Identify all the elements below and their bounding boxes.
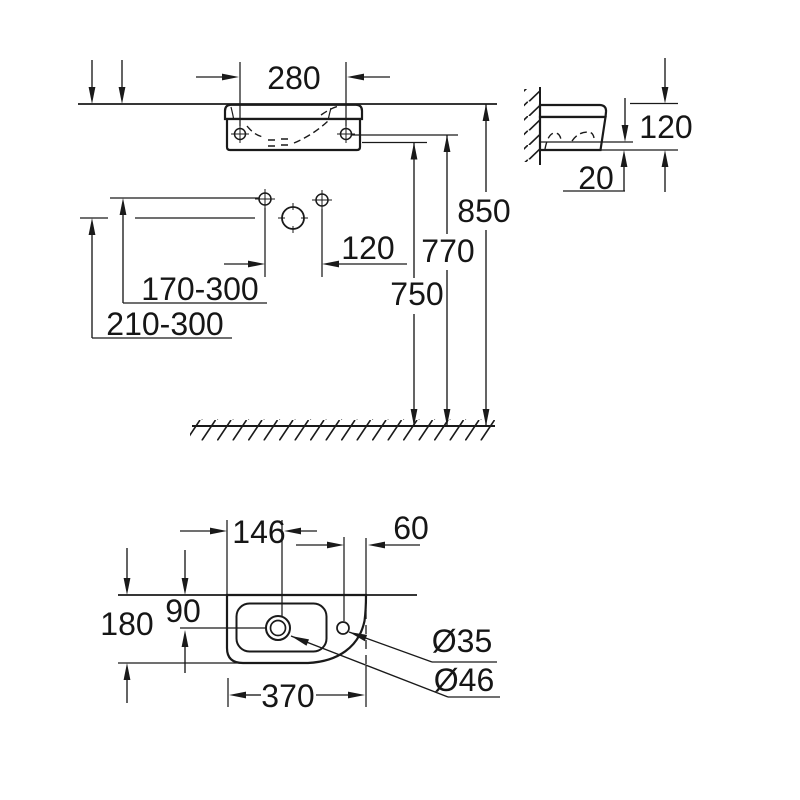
arrow-up-icon: [482, 104, 490, 121]
label-mask: [454, 192, 514, 230]
dim-146-label: 146: [232, 514, 285, 550]
dim-120-side-label: 120: [639, 109, 692, 145]
wall-hatching: [524, 89, 540, 162]
arrow-down-icon: [410, 409, 418, 426]
basin-body-side: [538, 115, 607, 152]
floor-hatching: [190, 419, 495, 441]
hidden-line: [293, 120, 329, 144]
arrow-left-icon: [284, 527, 301, 535]
plan-view: 146 60 90 180 370 Ø3: [100, 510, 500, 714]
arrow-up-icon: [88, 218, 96, 235]
arrow-left-icon: [229, 691, 246, 699]
hidden-line: [246, 125, 265, 138]
center-mark-icon: [312, 190, 332, 210]
hidden-line: [571, 131, 595, 142]
arrow-down-icon: [123, 578, 131, 595]
dim-120-supply-label: 120: [341, 230, 394, 266]
leader-line: [348, 631, 433, 663]
dim-280-label: 280: [267, 60, 320, 96]
dim-170-300-label: 170-300: [141, 271, 258, 307]
arrow-down-icon: [88, 87, 96, 104]
arrow-right-icon: [222, 73, 239, 81]
hidden-line: [268, 139, 277, 147]
dim-210-300-label: 210-300: [106, 306, 223, 342]
arrow-down-icon: [661, 87, 669, 104]
arrow-left-icon: [347, 73, 364, 81]
arrow-right-icon: [327, 541, 344, 549]
leader-line: [290, 635, 449, 698]
hidden-line: [281, 138, 290, 146]
dia-35-label: Ø35: [432, 623, 492, 659]
arrow-down-icon: [482, 409, 490, 426]
dim-770-label: 770: [421, 233, 474, 269]
arrow-up-icon: [661, 150, 669, 167]
side-view: 120 20: [524, 58, 693, 196]
hidden-line: [544, 132, 562, 150]
dim-370-label: 370: [261, 678, 314, 714]
center-mark-icon: [337, 125, 355, 143]
arrow-up-icon: [123, 663, 131, 680]
center-mark-icon: [278, 203, 308, 233]
arrow-down-icon: [621, 125, 629, 142]
center-mark-icon: [231, 125, 249, 143]
arrow-right-icon: [248, 260, 265, 268]
arrow-up-icon: [620, 150, 628, 167]
arrow-right-icon: [210, 527, 227, 535]
label-mask: [388, 278, 446, 314]
connection-layout: 120 170-300 210-300: [80, 189, 407, 342]
arrow-right-icon: [348, 691, 365, 699]
dim-20-label: 20: [578, 160, 614, 196]
basin-rim-side: [538, 103, 608, 119]
basin-rim-front: [223, 103, 364, 121]
dim-90-label: 90: [165, 593, 201, 629]
front-view: 280: [78, 60, 497, 152]
arrow-up-icon: [410, 142, 418, 160]
basin-apron-front: [225, 117, 362, 152]
arrow-up-icon: [119, 198, 127, 215]
drain-hole-inner: [269, 619, 287, 637]
hidden-line: [320, 105, 340, 116]
arrow-left-icon: [368, 541, 385, 549]
drain-connection: [281, 206, 305, 230]
tap-hole: [336, 621, 350, 635]
arrow-up-icon: [181, 630, 189, 647]
arrow-down-icon: [181, 578, 189, 595]
dim-180-label: 180: [100, 606, 153, 642]
arrow-up-icon: [443, 135, 451, 152]
arrow-left-icon: [322, 260, 339, 268]
dim-750-label: 750: [390, 276, 443, 312]
dia-46-label: Ø46: [434, 662, 494, 698]
label-mask: [420, 234, 476, 270]
dim-60-label: 60: [393, 510, 429, 546]
rim-corner-curve: [230, 106, 235, 119]
arrow-down-icon: [118, 87, 126, 104]
arrow-down-icon: [443, 409, 451, 426]
height-dimensions: 850 770 750: [190, 104, 514, 441]
center-mark-icon: [255, 189, 275, 209]
dim-850-label: 850: [457, 193, 510, 229]
